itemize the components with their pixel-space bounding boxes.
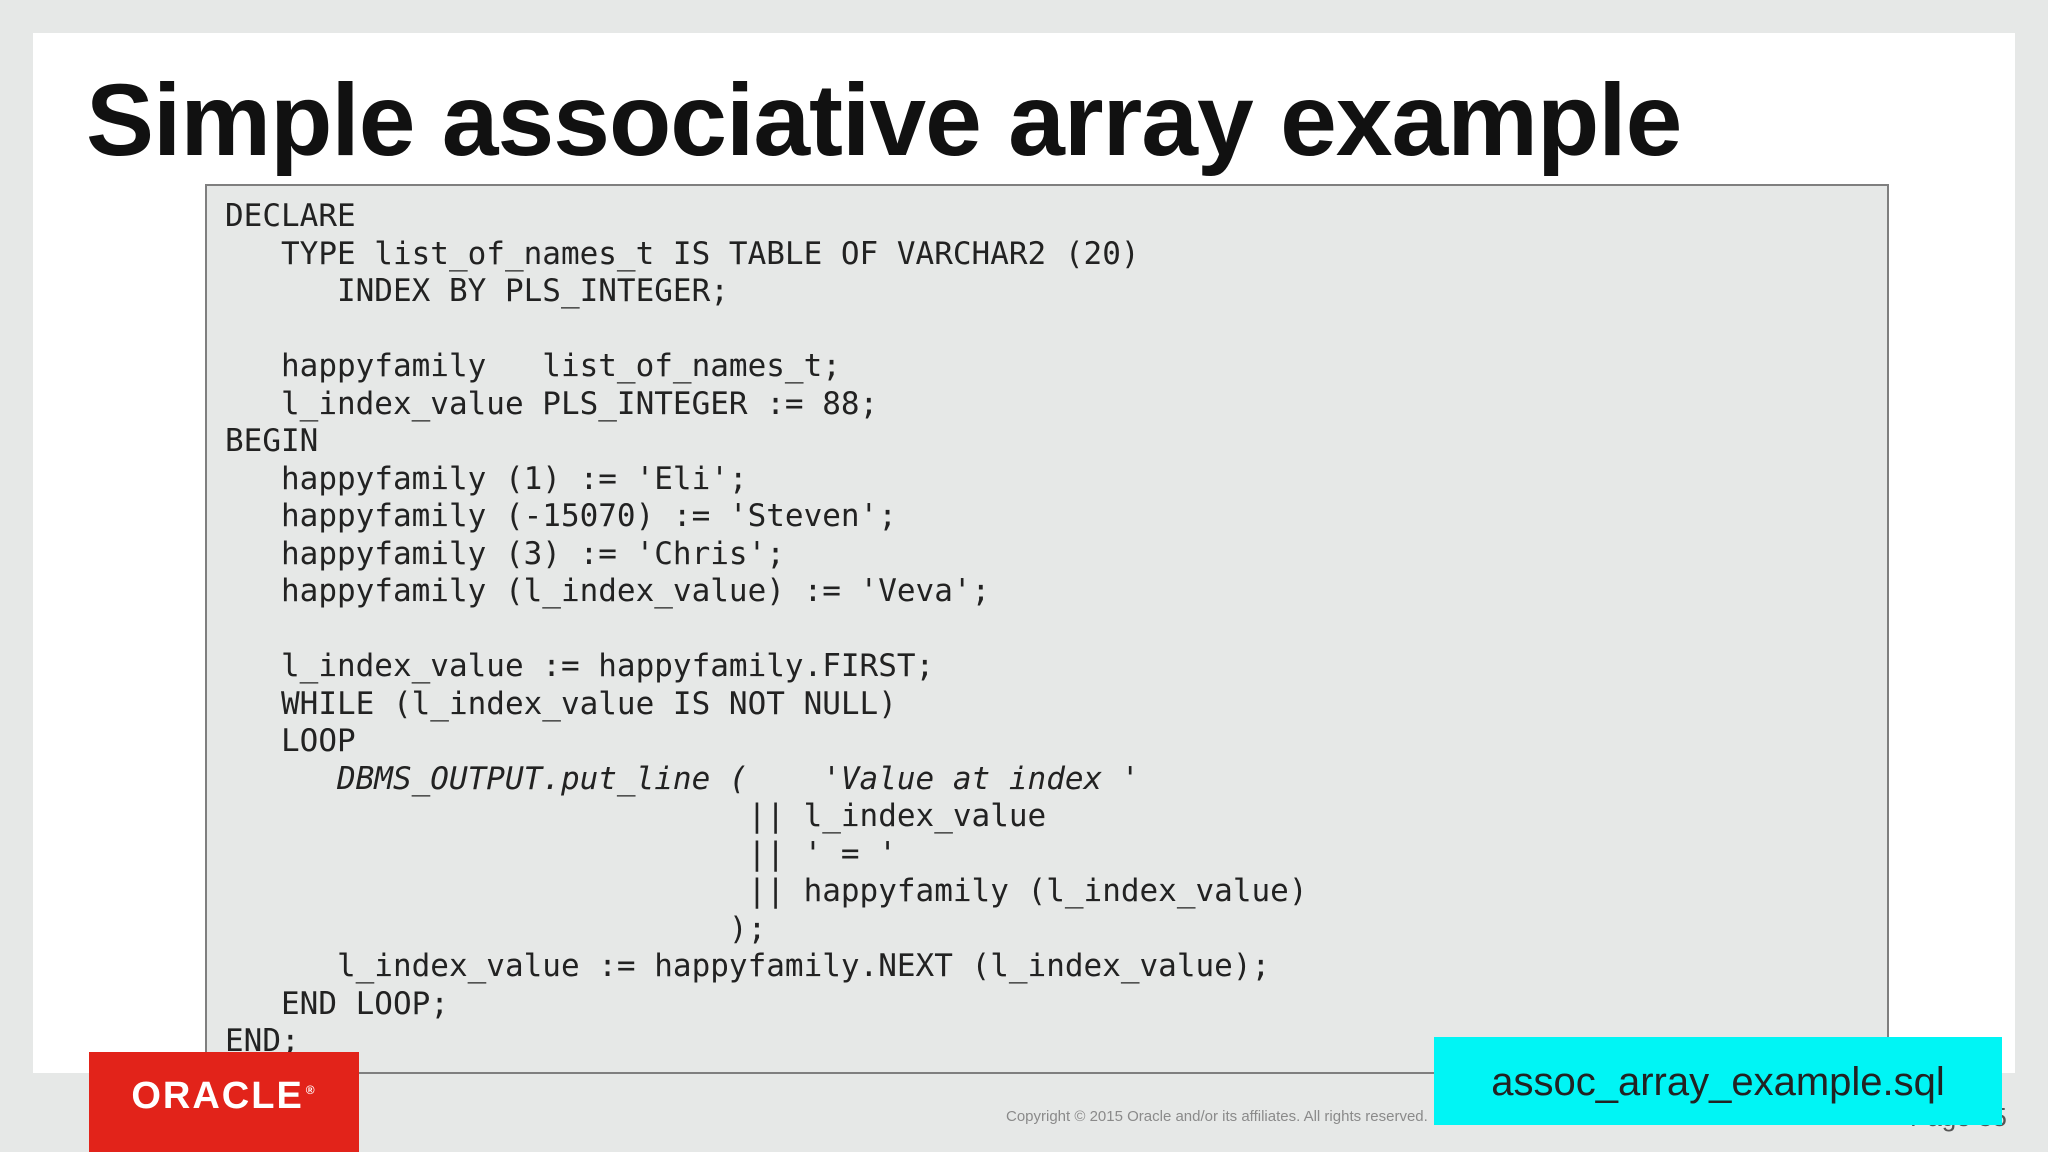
- code-line: l_index_value PLS_INTEGER := 88;: [225, 385, 879, 422]
- code-line: TYPE list_of_names_t IS TABLE OF VARCHAR…: [225, 235, 1140, 272]
- code-line: || ' = ': [225, 835, 897, 872]
- code-line: INDEX BY PLS_INTEGER;: [225, 273, 729, 309]
- code-line: [225, 611, 1308, 649]
- code-line: END;: [225, 1023, 300, 1059]
- code-line: BEGIN: [225, 423, 319, 459]
- code-line: happyfamily (1) := 'Eli';: [225, 460, 748, 497]
- code-line: happyfamily (-15070) := 'Steven';: [225, 498, 897, 534]
- code-line: l_index_value := happyfamily.NEXT (l_ind…: [225, 948, 1271, 984]
- slide-title: Simple associative array example: [86, 63, 1682, 177]
- code-line: END LOOP;: [225, 985, 449, 1022]
- oracle-logo-text: ORACLE®: [131, 1074, 317, 1117]
- code-line: WHILE (l_index_value IS NOT NULL): [225, 685, 897, 722]
- code-line: happyfamily (l_index_value) := 'Veva';: [225, 573, 991, 609]
- registered-mark: ®: [305, 1082, 317, 1097]
- code-line: happyfamily list_of_names_t;: [225, 348, 841, 384]
- code-line: );: [225, 910, 767, 947]
- code-line: LOOP: [225, 723, 356, 759]
- file-name-label: assoc_array_example.sql: [1491, 1059, 1945, 1104]
- copyright-notice: Copyright © 2015 Oracle and/or its affil…: [1006, 1108, 1428, 1125]
- code-line: || l_index_value: [225, 798, 1047, 834]
- code-line: || happyfamily (l_index_value): [225, 873, 1308, 909]
- code-line: DBMS_OUTPUT.put_line ( 'Value at index ': [225, 760, 1140, 797]
- code-listing: DECLARE TYPE list_of_names_t IS TABLE OF…: [225, 198, 1308, 1061]
- file-name-badge: assoc_array_example.sql: [1434, 1037, 2002, 1125]
- code-line: [225, 311, 1308, 349]
- oracle-logo: ORACLE®: [89, 1052, 359, 1152]
- code-line: l_index_value := happyfamily.FIRST;: [225, 648, 935, 684]
- code-line: DECLARE: [225, 198, 356, 234]
- code-block: DECLARE TYPE list_of_names_t IS TABLE OF…: [205, 184, 1889, 1074]
- code-line: happyfamily (3) := 'Chris';: [225, 535, 785, 572]
